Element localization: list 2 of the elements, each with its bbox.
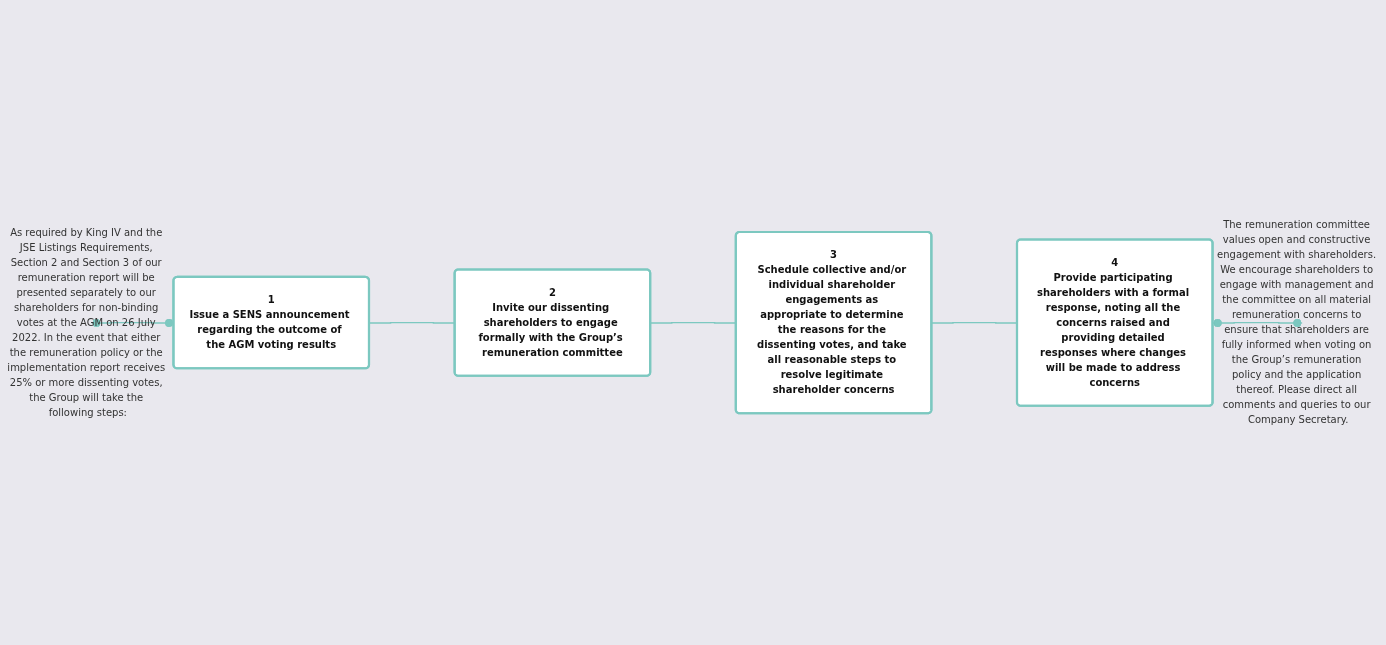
connector bbox=[1212, 318, 1303, 328]
node-text: The remuneration committee values open and constructive engagement with shareholders. We encourage shareholders to engage with management and the committee on all material remuneration concerns to ensure that shareholders are fully informed when voting on the Group’s remuneration policy and the application thereof. Please direct all comments and queries to our Company Secretary. bbox=[1217, 219, 1377, 426]
